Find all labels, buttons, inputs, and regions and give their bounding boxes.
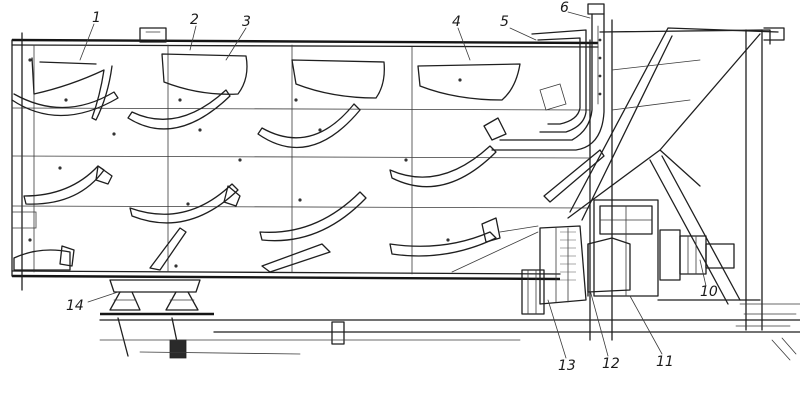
top-inlet	[139, 27, 167, 43]
drive-unit	[451, 199, 761, 315]
label-2: 2	[190, 12, 199, 28]
label-12: 12	[602, 356, 620, 372]
label-11: 11	[656, 354, 674, 370]
label-3: 3	[242, 14, 251, 30]
label-5: 5	[500, 14, 509, 30]
label-4: 4	[452, 14, 461, 30]
label-6: 6	[560, 0, 569, 16]
drum-housing	[11, 32, 599, 291]
leader-lines	[79, 11, 707, 359]
label-1: 1	[92, 10, 101, 26]
callout-labels: 1 2 3 4 5 6 10 11 12 13 14	[66, 0, 718, 374]
rivets	[28, 58, 462, 268]
mixing-paddles	[11, 53, 521, 273]
label-14: 14	[66, 298, 84, 314]
label-10: 10	[700, 284, 718, 300]
base-supports	[99, 279, 800, 359]
inclined-feeder	[543, 27, 785, 331]
label-13: 13	[558, 358, 576, 374]
ground-marks	[735, 303, 800, 361]
